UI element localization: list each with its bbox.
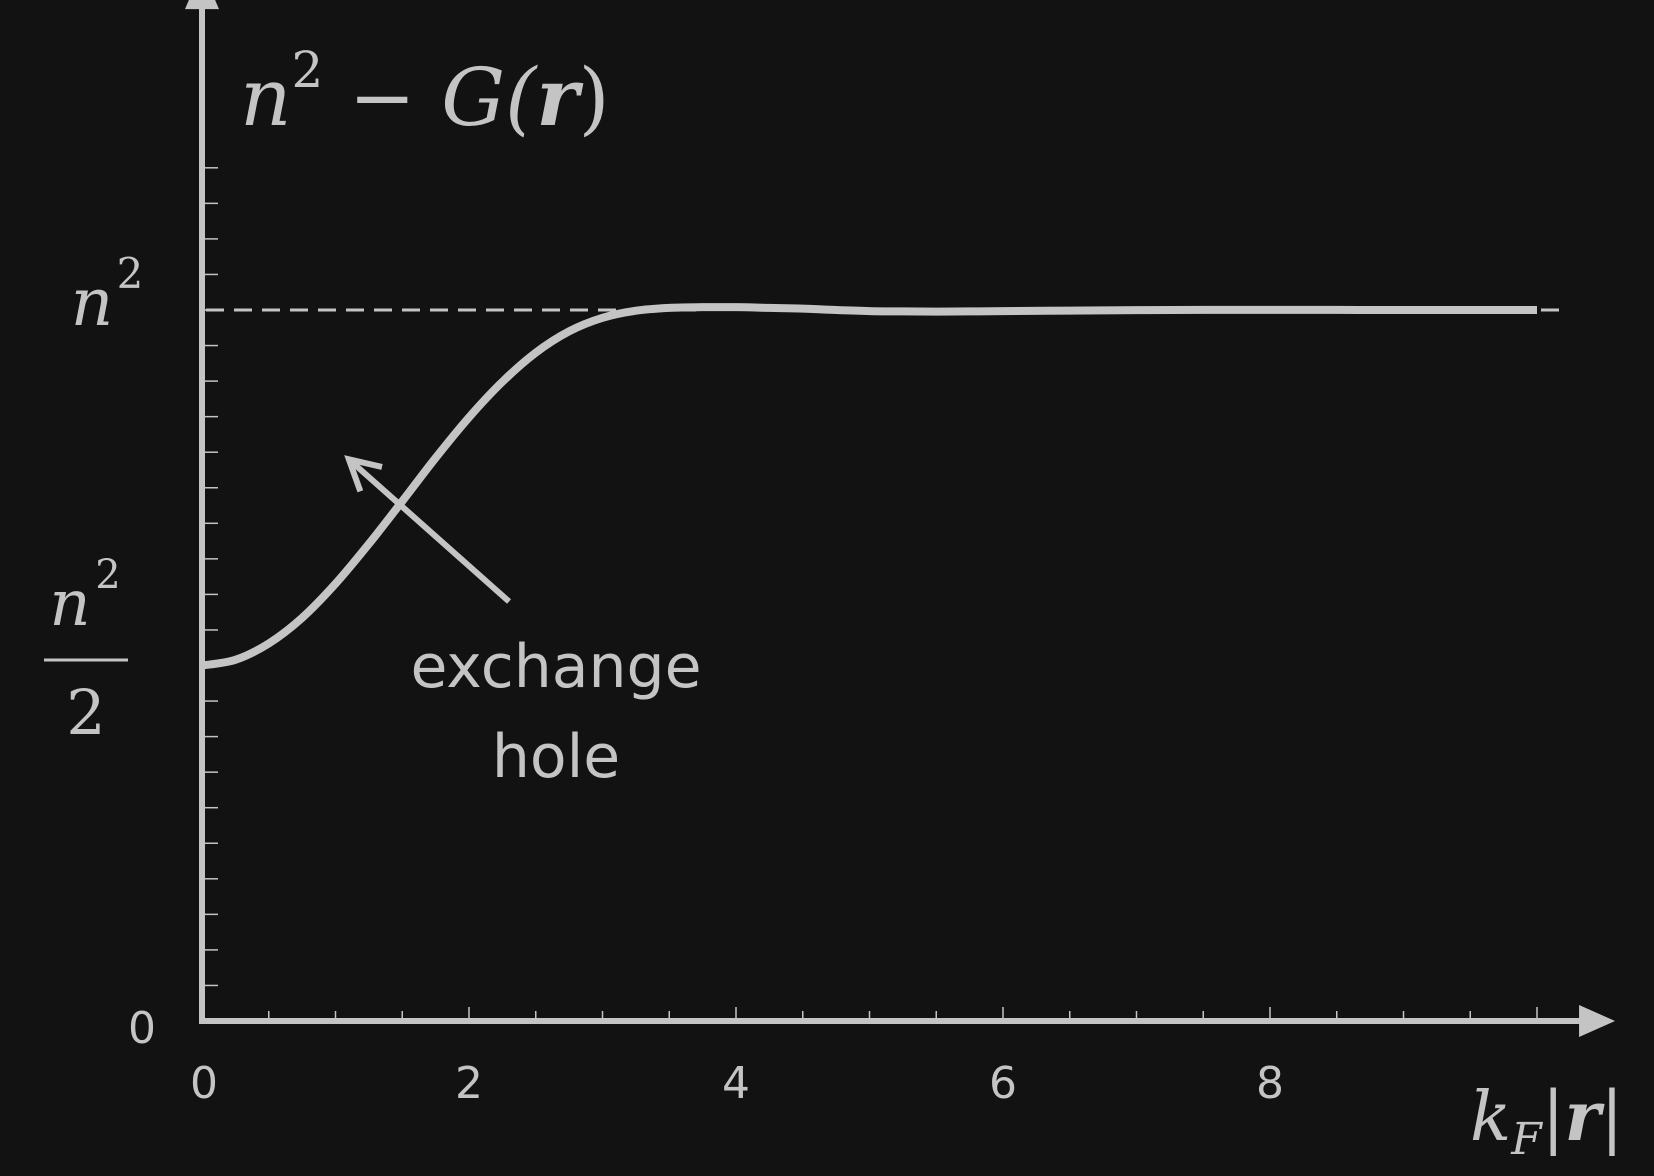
x-axis-title-bar-left: |	[1542, 1078, 1565, 1157]
y-axis-arrowhead	[185, 0, 219, 10]
svg-text:kF|r|: kF|r|	[1470, 1077, 1623, 1165]
minor-ticks	[202, 167, 1538, 1021]
y-axis-title: n2 − G(r)	[240, 41, 610, 144]
y-axis-title-base: n	[240, 51, 292, 144]
x-axis-title-variable: r	[1565, 1077, 1605, 1157]
y-tick-label-zero: 0	[128, 1003, 156, 1054]
y-tick-label-half-exponent: 2	[95, 552, 120, 598]
y-axis-title-rest: − G(	[323, 51, 538, 144]
x-tick-label: 0	[190, 1058, 218, 1109]
x-tick-label: 6	[989, 1058, 1017, 1109]
y-tick-label-full: n 2	[71, 249, 144, 341]
x-axis-title-k: k	[1470, 1078, 1511, 1157]
svg-text:n2 − G(r): n2 − G(r)	[240, 41, 610, 144]
x-tick-label: 8	[1256, 1058, 1284, 1109]
y-tick-label-full-base: n	[71, 264, 114, 341]
annotation-text-line1: exchange	[410, 632, 701, 702]
x-axis-title: kF|r|	[1470, 1077, 1623, 1165]
annotation-text-line2: hole	[492, 722, 620, 792]
annotation-arrow	[346, 457, 512, 604]
x-tick-label: 4	[722, 1058, 750, 1109]
x-tick-labels: 0 2 4 6 8	[190, 1058, 1284, 1109]
x-axis-title-bar-right: |	[1601, 1078, 1624, 1157]
x-axis-arrowhead	[1579, 1005, 1616, 1037]
y-tick-label-half: n 2 2	[44, 552, 128, 749]
axes	[185, 0, 1616, 1037]
y-axis-title-close: )	[579, 51, 610, 144]
x-tick-label: 2	[455, 1058, 483, 1109]
y-axis-title-variable: r	[536, 50, 583, 144]
y-tick-label-half-denominator: 2	[66, 676, 105, 749]
annotation-arrowhead	[344, 455, 383, 493]
series-line	[201, 303, 1537, 670]
x-axis-title-subscript: F	[1510, 1114, 1543, 1165]
y-tick-label-half-numerator: n	[49, 567, 90, 641]
y-axis-title-exponent: 2	[292, 41, 324, 99]
annotation-exchange-hole: exchange hole	[344, 455, 702, 792]
y-tick-label-full-exponent: 2	[117, 249, 144, 298]
